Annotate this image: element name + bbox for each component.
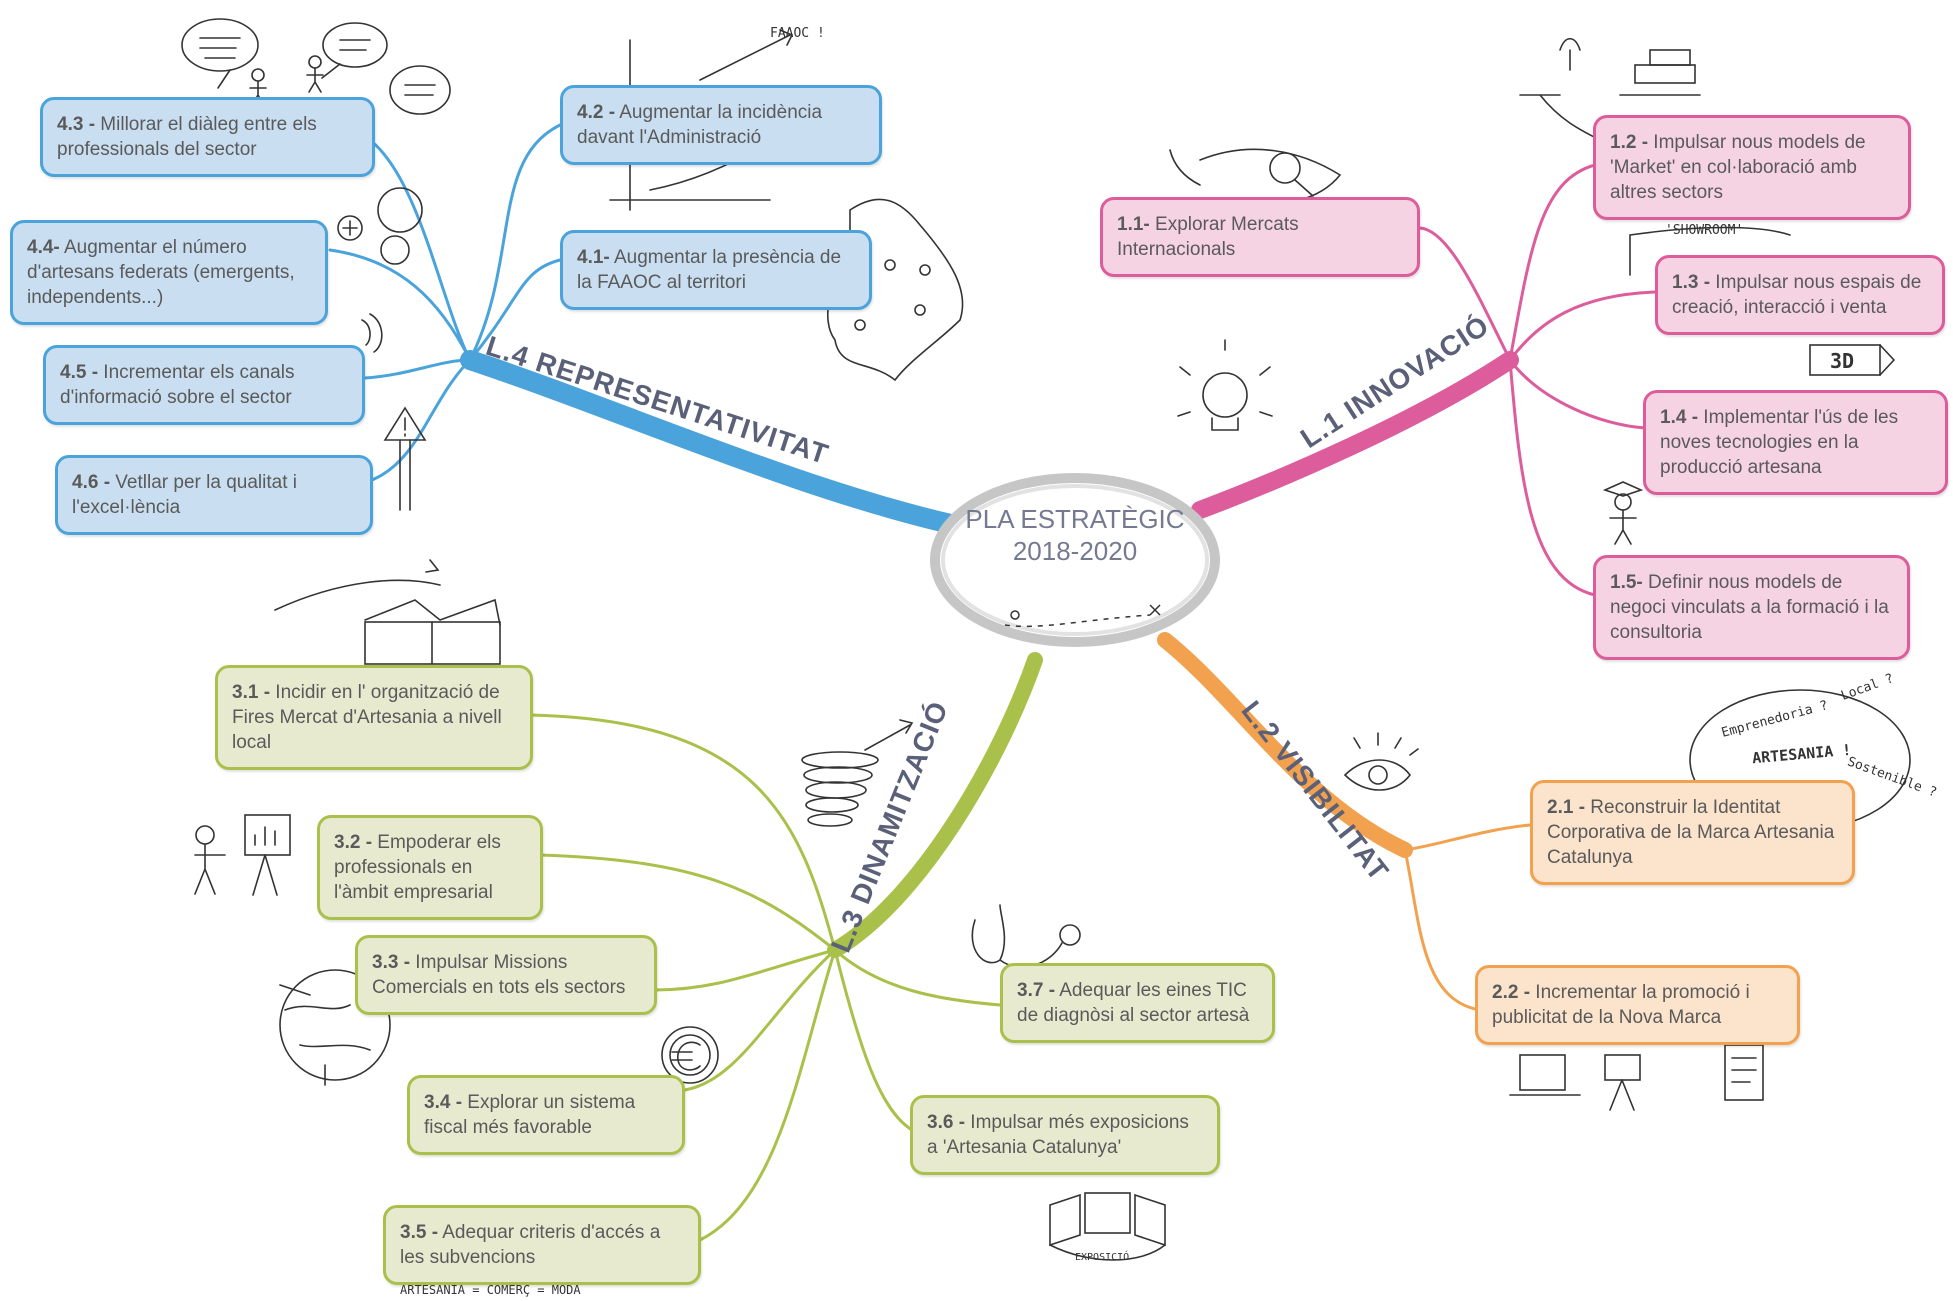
stethoscope-sketch xyxy=(971,904,1081,968)
node-id: 3.3 - xyxy=(372,952,411,973)
node-id: 4.2 - xyxy=(577,102,616,123)
node-text: Incidir en l' organització de Fires Merc… xyxy=(232,682,502,753)
node-text: Vetllar per la qualitat i l'excel·lència xyxy=(72,472,297,518)
node-4-3: 4.3 - Millorar el diàleg entre els profe… xyxy=(40,97,375,177)
node-text: Empoderar els professionals en l'àmbit e… xyxy=(334,832,501,903)
node-text: Definir nous models de negoci vinculats … xyxy=(1610,572,1889,643)
node-2-2: 2.2 - Incrementar la promoció i publicit… xyxy=(1475,965,1800,1045)
node-text: Impulsar més exposicions a 'Artesania Ca… xyxy=(927,1112,1189,1158)
node-4-6: 4.6 - Vetllar per la qualitat i l'excel·… xyxy=(55,455,373,535)
node-4-1: 4.1- Augmentar la presència de la FAAOC … xyxy=(560,230,872,310)
node-id: 4.1- xyxy=(577,247,610,268)
node-id: 4.6 - xyxy=(72,472,111,493)
node-text: Adequar criteris d'accés a les subvencio… xyxy=(400,1222,661,1268)
center-ellipse xyxy=(930,473,1220,647)
node-3-3: 3.3 - Impulsar Missions Comercials en to… xyxy=(355,935,657,1015)
node-id: 4.3 - xyxy=(57,114,96,135)
magnifier-sketch xyxy=(1169,148,1342,205)
market-house-sketch xyxy=(274,559,501,665)
node-text: Explorar un sistema fiscal més favorable xyxy=(424,1092,636,1138)
center-title-line2: 2018-2020 xyxy=(1012,536,1138,566)
note-3d: 3D xyxy=(1830,349,1855,373)
center-title-line1: PLA ESTRATÈGIC xyxy=(965,504,1185,534)
node-id: 1.2 - xyxy=(1610,132,1649,153)
node-text: Incrementar els canals d'informació sobr… xyxy=(60,362,295,408)
node-id: 3.6 - xyxy=(927,1112,966,1133)
node-id: 3.1 - xyxy=(232,682,271,703)
node-text: Adequar les eines TIC de diagnòsi al sec… xyxy=(1017,980,1250,1026)
euro-coin-sketch xyxy=(661,1026,719,1084)
presenter-sketch xyxy=(194,814,291,896)
node-text: Explorar Mercats Internacionals xyxy=(1117,214,1299,260)
node-id: 1.3 - xyxy=(1672,272,1711,293)
center-title: PLA ESTRATÈGIC 2018-2020 xyxy=(960,503,1190,567)
showroom-sketch xyxy=(1629,226,1791,276)
node-3-7: 3.7 - Adequar les eines TIC de diagnòsi … xyxy=(1000,963,1275,1043)
exposition-sketch xyxy=(1049,1192,1166,1261)
node-id: 3.2 - xyxy=(334,832,373,853)
node-text: Impulsar nous models de 'Market' en col·… xyxy=(1610,132,1866,203)
node-3-1: 3.1 - Incidir en l' organització de Fire… xyxy=(215,665,533,770)
lightbulb-sketch xyxy=(1177,339,1273,431)
eye-sketch xyxy=(1343,732,1419,791)
whirlwind-sketch xyxy=(801,719,914,827)
branch-l1-trunk xyxy=(1191,351,1519,519)
note-faaoc: FAAOC ! xyxy=(770,26,825,41)
node-text: Implementar l'ús de les noves tecnologie… xyxy=(1660,407,1899,478)
node-text: Impulsar Missions Comercials en tots els… xyxy=(372,952,626,998)
node-4-2: 4.2 - Augmentar la incidència davant l'A… xyxy=(560,85,882,165)
node-3-5: 3.5 - Adequar criteris d'accés a les sub… xyxy=(383,1205,701,1285)
people-group-sketch xyxy=(337,187,423,265)
node-text: Augmentar la incidència davant l'Adminis… xyxy=(577,102,823,148)
node-id: 3.4 - xyxy=(424,1092,463,1113)
node-text: Augmentar la presència de la FAAOC al te… xyxy=(577,247,842,293)
node-3-6: 3.6 - Impulsar més exposicions a 'Artesa… xyxy=(910,1095,1220,1175)
node-3-2: 3.2 - Empoderar els professionals en l'à… xyxy=(317,815,543,920)
node-text: Augmentar el número d'artesans federats … xyxy=(27,237,295,308)
node-id: 4.5 - xyxy=(60,362,99,383)
node-id: 2.1 - xyxy=(1547,797,1586,818)
node-3-4: 3.4 - Explorar un sistema fiscal més fav… xyxy=(407,1075,685,1155)
branch-l2-trunk xyxy=(1157,632,1413,858)
3d-sign-sketch xyxy=(1809,344,1896,376)
branch-l3-trunk xyxy=(827,652,1043,958)
node-id: 2.2 - xyxy=(1492,982,1531,1003)
boat-sketch xyxy=(1519,37,1701,141)
node-text: Incrementar la promoció i publicitat de … xyxy=(1492,982,1750,1028)
node-text: Reconstruir la Identitat Corporativa de … xyxy=(1547,797,1835,868)
node-id: 3.5 - xyxy=(400,1222,439,1243)
node-text: Impulsar nous espais de creació, interac… xyxy=(1672,272,1922,318)
node-2-1: 2.1 - Reconstruir la Identitat Corporati… xyxy=(1530,780,1855,885)
speech-bubbles-sketch xyxy=(181,18,451,115)
warning-sign-sketch xyxy=(383,406,427,511)
note-exposicio: EXPOSICIÓ xyxy=(1075,1252,1130,1263)
node-4-5: 4.5 - Incrementar els canals d'informaci… xyxy=(43,345,365,425)
node-1-3: 1.3 - Impulsar nous espais de creació, i… xyxy=(1655,255,1945,335)
node-id: 3.7 - xyxy=(1017,980,1056,1001)
node-1-4: 1.4 - Implementar l'ús de les noves tecn… xyxy=(1643,390,1948,495)
node-id: 4.4- xyxy=(27,237,60,258)
branch-l4-trunk xyxy=(460,350,965,535)
graduate-sketch xyxy=(1602,481,1644,545)
note-showroom: 'SHOWROOM' xyxy=(1665,223,1744,238)
node-id: 1.4 - xyxy=(1660,407,1699,428)
node-id: 1.1- xyxy=(1117,214,1150,235)
node-text: Millorar el diàleg entre els professiona… xyxy=(57,114,317,160)
note-bottom: ARTESANIA = COMERÇ = MODA xyxy=(400,1283,581,1297)
node-id: 1.5- xyxy=(1610,572,1643,593)
node-1-5: 1.5- Definir nous models de negoci vincu… xyxy=(1593,555,1910,660)
node-1-2: 1.2 - Impulsar nous models de 'Market' e… xyxy=(1593,115,1911,220)
node-4-4: 4.4- Augmentar el número d'artesans fede… xyxy=(10,220,328,325)
devices-sketch xyxy=(1509,1044,1764,1111)
catalonia-map-sketch xyxy=(827,198,964,382)
node-1-1: 1.1- Explorar Mercats Internacionals xyxy=(1100,197,1420,277)
wifi-sketch xyxy=(361,313,383,353)
